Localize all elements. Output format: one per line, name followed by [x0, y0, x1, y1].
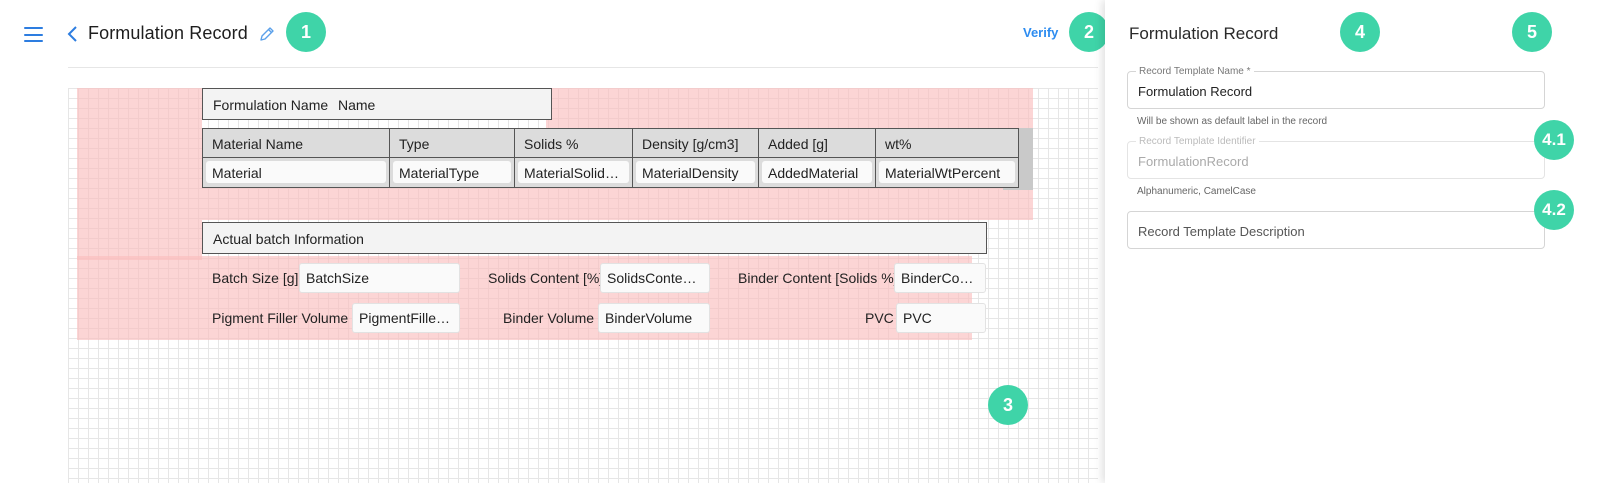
highlight-region: [77, 184, 1033, 220]
page-title: Formulation Record: [88, 23, 248, 43]
batch-section-title: Actual batch Information: [213, 231, 364, 247]
table-row: Material MaterialType MaterialSolids… Ma…: [202, 158, 1019, 188]
pigment-filler-volume-field[interactable]: PigmentFiller…: [352, 303, 460, 333]
table-cell[interactable]: MaterialDensity: [633, 158, 759, 187]
template-identifier-label: Record Template Identifier: [1136, 136, 1259, 147]
table-cell[interactable]: MaterialWtPercent: [876, 158, 1018, 187]
pigment-filler-volume-label: Pigment Filler Volume: [212, 310, 349, 326]
column-header: wt%: [885, 136, 912, 152]
step-badge-4-2: 4.2: [1534, 190, 1574, 230]
template-identifier-value: FormulationRecord: [1138, 154, 1249, 169]
verify-button[interactable]: Verify: [1023, 25, 1059, 40]
highlight-region: [546, 88, 1033, 128]
binder-volume-field[interactable]: BinderVolume: [598, 303, 710, 333]
solids-content-label: Solids Content [%]: [488, 270, 604, 286]
step-badge-4: 4: [1340, 12, 1380, 52]
table-cell[interactable]: MaterialSolids…: [515, 158, 633, 187]
formulation-name-field[interactable]: Formulation Name Name: [202, 88, 552, 120]
table-header: Material Name Type Solids % Density [g/c…: [202, 128, 1019, 158]
table-cell[interactable]: AddedMaterial: [759, 158, 876, 187]
batch-size-label: Batch Size [g]: [212, 270, 299, 286]
template-description-placeholder: Record Template Description: [1138, 224, 1305, 239]
step-badge-3: 3: [988, 385, 1028, 425]
column-header: Solids %: [515, 129, 633, 157]
step-badge-4-1: 4.1: [1534, 120, 1574, 160]
cell-value: MaterialDensity: [636, 161, 755, 183]
editor-area: Formulation Record Verify Formulation Na…: [24, 12, 1109, 483]
template-identifier-helper: Alphanumeric, CamelCase: [1137, 186, 1256, 197]
back-arrow-icon[interactable]: [66, 24, 80, 44]
binder-content-field[interactable]: BinderCon…: [894, 263, 986, 293]
step-badge-2: 2: [1069, 12, 1109, 52]
cell-value: MaterialWtPercent: [879, 161, 1015, 183]
step-badge-1: 1: [286, 12, 326, 52]
cell-value: AddedMaterial: [762, 161, 872, 183]
batch-size-field[interactable]: BatchSize: [299, 263, 460, 293]
formulation-name-value: Name: [338, 97, 376, 113]
table-cell[interactable]: MaterialType: [390, 158, 515, 187]
table-cell[interactable]: Material: [203, 158, 390, 187]
cell-value: MaterialSolids…: [518, 161, 629, 183]
pencil-icon[interactable]: [258, 25, 276, 43]
column-header: Type: [390, 129, 515, 157]
highlight-region: [77, 256, 972, 340]
cell-value: Material: [206, 161, 386, 183]
header-divider: [68, 67, 1098, 68]
highlight-region: [77, 88, 202, 184]
panel-title: Formulation Record: [1129, 24, 1279, 43]
template-name-label: Record Template Name *: [1136, 66, 1254, 77]
properties-panel: Formulation Record Record Template Name …: [1105, 0, 1600, 483]
template-name-input[interactable]: Record Template Name * Formulation Recor…: [1127, 66, 1545, 109]
pvc-label: PVC: [865, 310, 894, 326]
batch-section-header[interactable]: Actual batch Information: [202, 222, 987, 254]
column-header: Added [g]: [759, 129, 876, 157]
template-name-value: Formulation Record: [1138, 84, 1253, 99]
highlight-region: [77, 220, 202, 260]
template-description-input[interactable]: Record Template Description: [1127, 211, 1545, 249]
step-badge-5: 5: [1512, 12, 1552, 52]
binder-content-label: Binder Content [Solids %]: [738, 270, 898, 286]
template-identifier-input: Record Template Identifier FormulationRe…: [1127, 136, 1545, 179]
formulation-name-label: Formulation Name: [213, 97, 329, 113]
template-name-helper: Will be shown as default label in the re…: [1137, 116, 1328, 127]
cell-value: MaterialType: [393, 161, 511, 183]
menu-icon[interactable]: [24, 27, 43, 42]
column-header: Material Name: [203, 129, 390, 157]
column-header: Density [g/cm3]: [633, 129, 759, 157]
binder-volume-label: Binder Volume: [503, 310, 595, 326]
solids-content-field[interactable]: SolidsConten…: [600, 263, 710, 293]
pvc-field[interactable]: PVC: [896, 303, 986, 333]
